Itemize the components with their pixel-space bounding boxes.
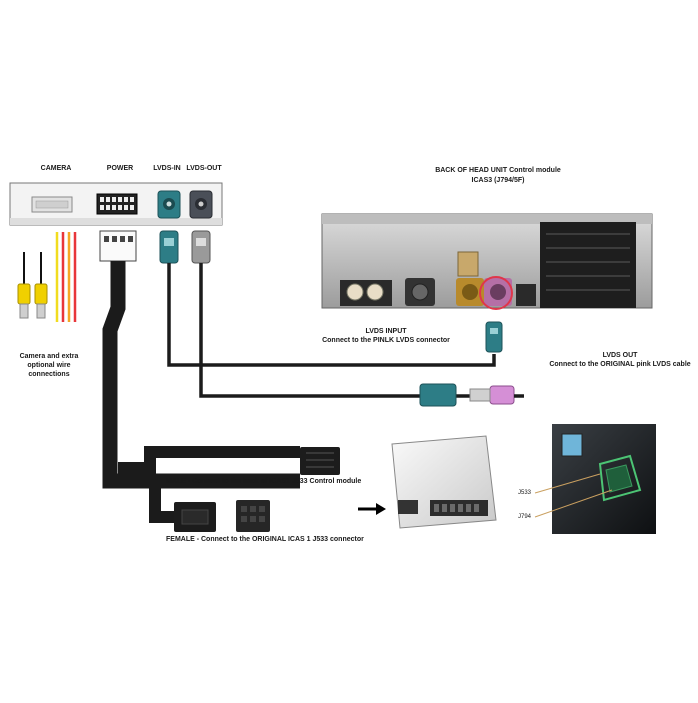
lvds-in-cable bbox=[159, 230, 503, 367]
lvds-out-title: LVDS OUT bbox=[602, 352, 638, 359]
lvds-input-desc: Connect to the PINLK LVDS connector bbox=[322, 337, 450, 344]
interface-module bbox=[9, 182, 223, 226]
male-connector bbox=[300, 447, 340, 475]
male-description: MALE - Connect to the back of ICAS1 J533… bbox=[166, 478, 362, 485]
power-label: POWER bbox=[106, 165, 134, 172]
lvds-in-port bbox=[157, 190, 181, 219]
lvds-out-desc: Connect to the ORIGINAL pink LVDS cable bbox=[549, 361, 691, 368]
camera-label: CAMERA bbox=[40, 165, 72, 172]
icas1-module bbox=[391, 435, 497, 529]
spare-connector bbox=[236, 500, 270, 532]
lvds-in-label: LVDS-IN bbox=[153, 165, 181, 172]
camera-extra-label: Camera and extra optional wire connectio… bbox=[19, 353, 79, 378]
female-description: FEMALE - Connect to the ORIGINAL ICAS 1 … bbox=[166, 536, 364, 543]
lvds-input-title: LVDS INPUT bbox=[365, 328, 407, 335]
lvds-out-cable bbox=[191, 230, 524, 407]
lvds-highlight-circle bbox=[479, 276, 513, 310]
arrow-icon bbox=[358, 503, 386, 515]
power-port bbox=[96, 193, 138, 215]
j533-label: J533 bbox=[518, 490, 532, 496]
camera-port bbox=[31, 196, 73, 213]
head-unit bbox=[321, 213, 653, 310]
lvds-out-port bbox=[189, 190, 213, 219]
camera-wires bbox=[17, 232, 77, 322]
female-connector bbox=[174, 502, 216, 532]
head-unit-title: BACK OF HEAD UNIT Control module bbox=[435, 167, 561, 174]
j794-label: J794 bbox=[518, 514, 532, 520]
lvds-out-label: LVDS-OUT bbox=[186, 165, 222, 172]
head-unit-model: ICAS3 (J794/5F) bbox=[471, 177, 525, 184]
car-photo bbox=[534, 424, 656, 534]
power-harness bbox=[99, 230, 300, 523]
